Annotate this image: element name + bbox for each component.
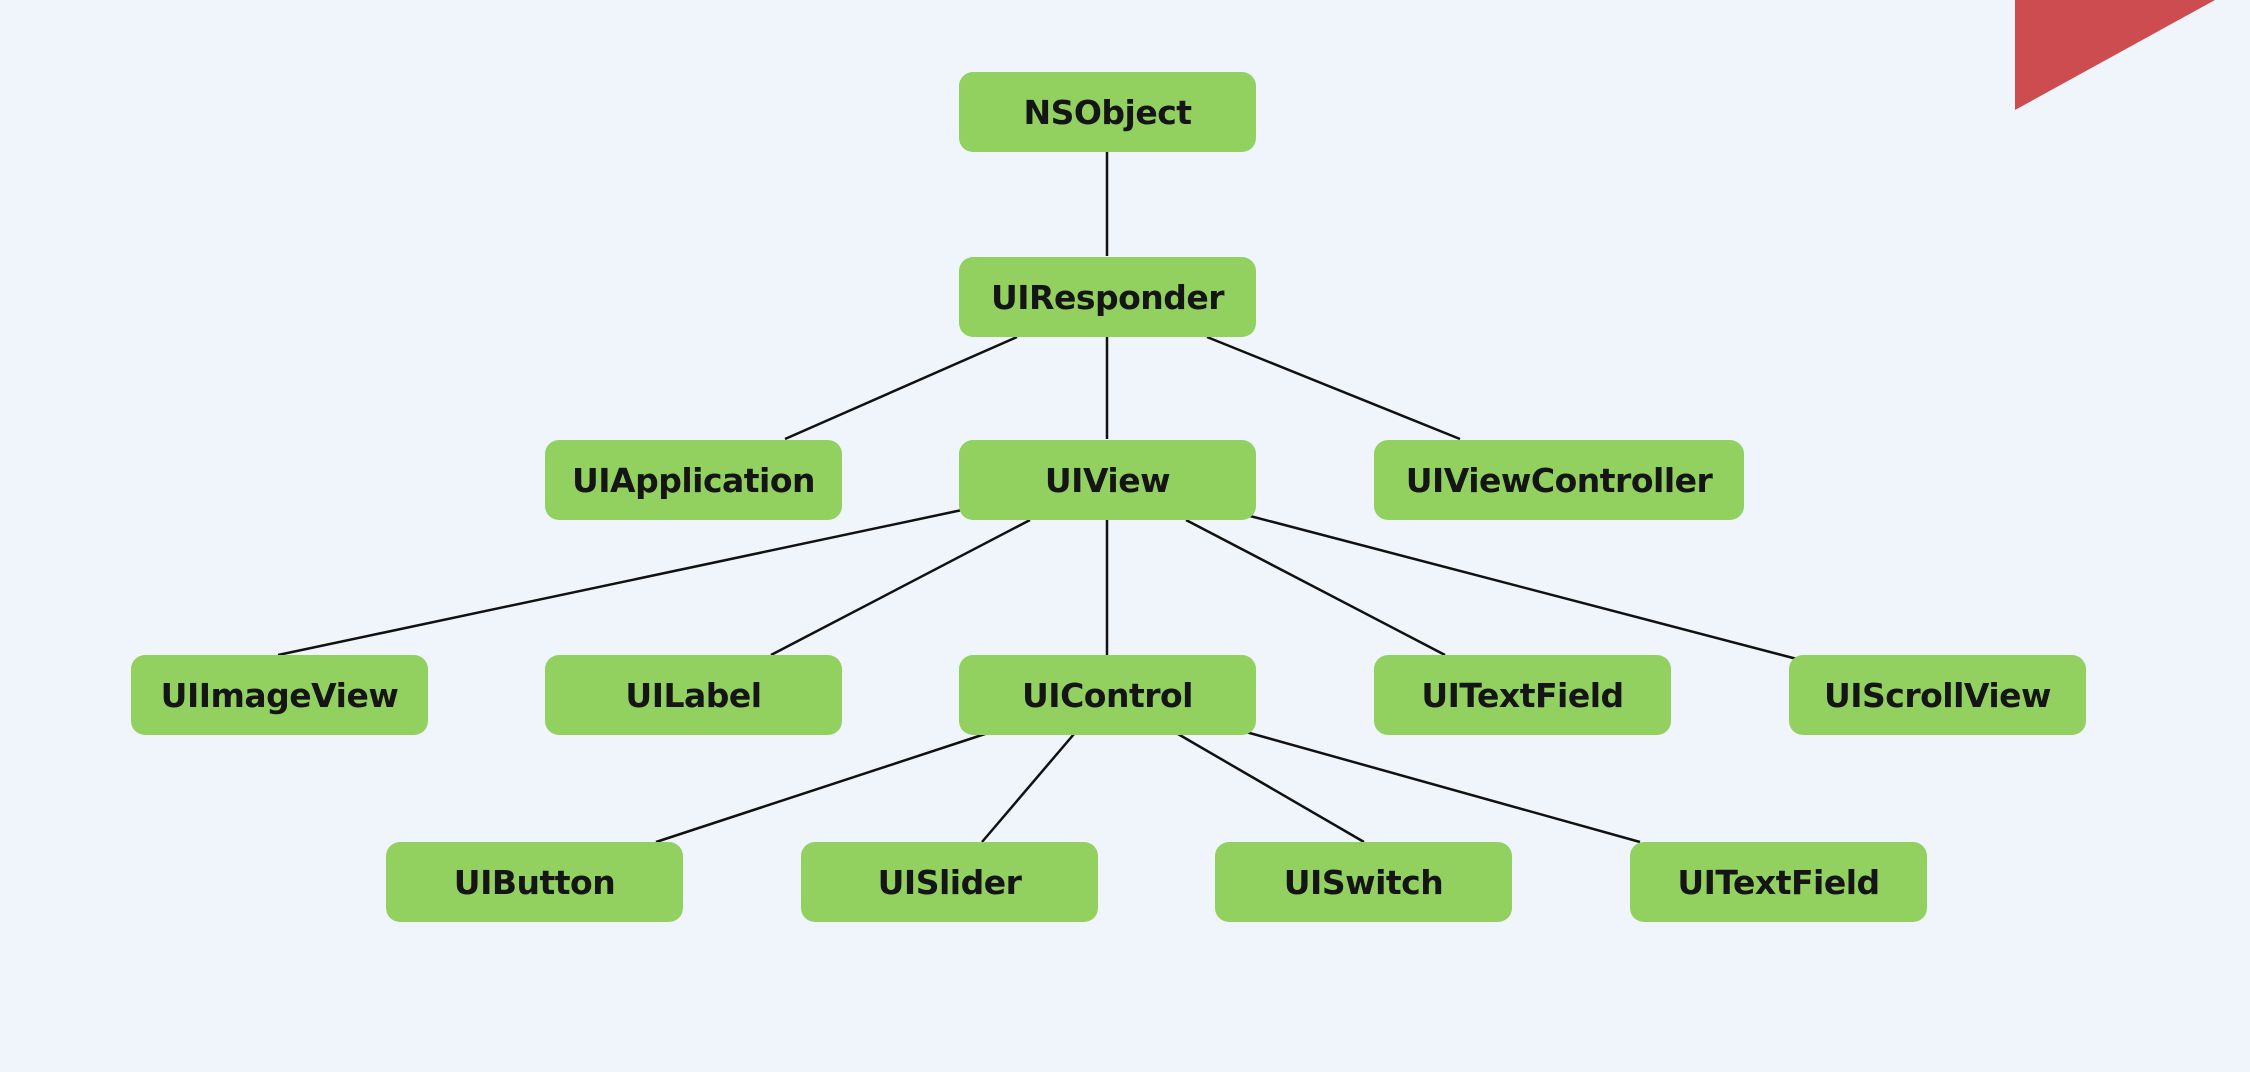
node-uiviewcontroller: UIViewController — [1374, 440, 1744, 520]
edge-uicontrol-uibutton — [655, 732, 986, 844]
node-uiapplication: UIApplication — [545, 440, 842, 520]
node-uiview: UIView — [959, 440, 1256, 520]
node-uilabel: UILabel — [545, 655, 842, 735]
edge-uicontrol-uislider — [981, 733, 1075, 843]
node-uicontrol: UIControl — [959, 655, 1256, 735]
edge-uiresponder-uiviewcontroller — [1206, 335, 1461, 441]
edge-uicontrol-uiswitch — [1177, 732, 1365, 844]
node-uiimageview: UIImageView — [131, 655, 428, 735]
node-uiswitch: UISwitch — [1215, 842, 1512, 922]
edge-uiview-uiimageview — [277, 508, 963, 657]
node-uitextfield-control: UITextField — [1630, 842, 1927, 922]
node-uiscrollview: UIScrollView — [1789, 655, 2086, 735]
node-uislider: UISlider — [801, 842, 1098, 922]
edge-uicontrol-uitextfield-control — [1245, 730, 1641, 844]
node-uibutton: UIButton — [386, 842, 683, 922]
node-uitextfield: UITextField — [1374, 655, 1671, 735]
edge-uiview-uilabel — [770, 518, 1031, 657]
node-nsobject: NSObject — [959, 72, 1256, 152]
edge-uiview-uitextfield — [1185, 518, 1446, 657]
node-uiresponder: UIResponder — [959, 257, 1256, 337]
edge-uiview-uiscrollview — [1249, 514, 1798, 661]
edge-uiresponder-uiapplication — [784, 335, 1018, 441]
